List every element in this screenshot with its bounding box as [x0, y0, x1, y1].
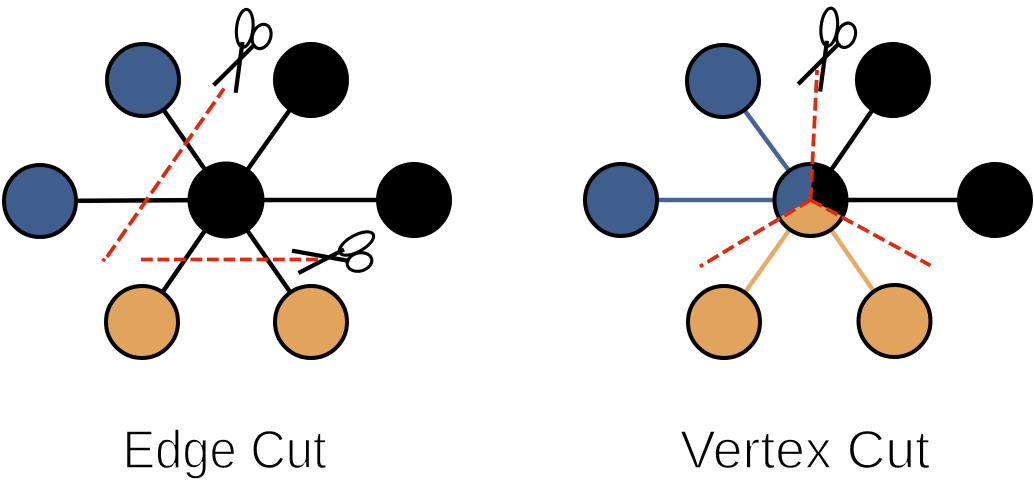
svg-text:Edge Cut: Edge Cut — [123, 420, 327, 480]
svg-text:Vertex Cut: Vertex Cut — [680, 420, 930, 480]
